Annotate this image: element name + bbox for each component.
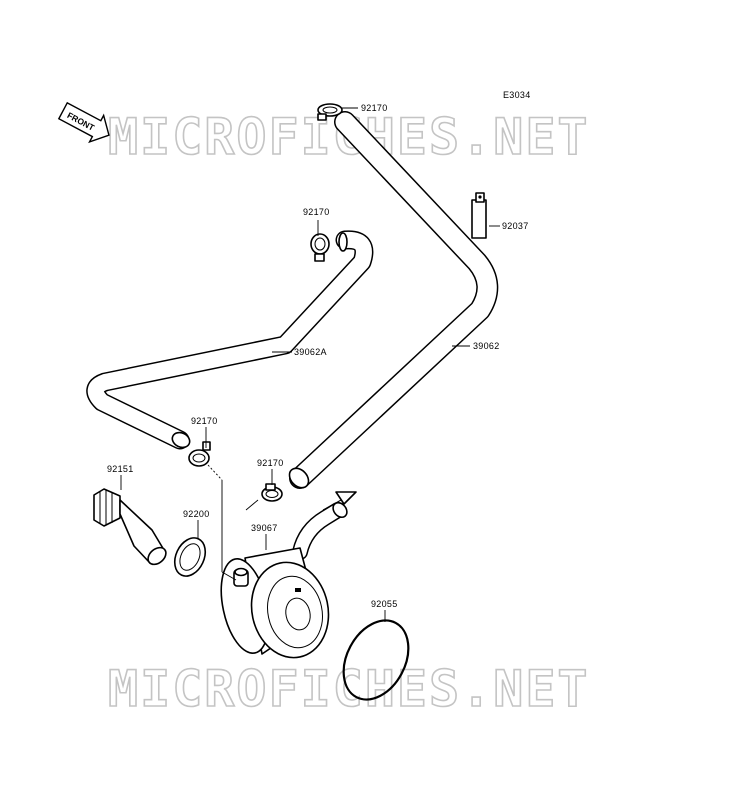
label-oring: 92055 [371, 599, 398, 609]
oil-cooler-39067 [220, 501, 348, 659]
label-band: 92037 [502, 221, 529, 231]
front-arrow-icon: FRONT [57, 101, 110, 144]
label-hose-a: 39062A [294, 347, 327, 357]
label-washer: 92200 [183, 509, 210, 519]
clamp-icon-top [317, 103, 343, 121]
flow-arrow-icon [322, 491, 357, 511]
label-clamp-lower-right: 92170 [257, 458, 284, 468]
hose-39062a [86, 230, 374, 450]
band-92037 [471, 192, 487, 239]
label-hose: 39062 [473, 341, 500, 351]
leader-lines [120, 107, 500, 622]
clamp-icon-lower-left [188, 441, 211, 467]
figure-code: E3034 [503, 90, 531, 100]
label-clamp-top: 92170 [361, 103, 388, 113]
label-clamp-lower-left: 92170 [191, 416, 218, 426]
fitting-92151 [93, 488, 167, 566]
clamp-icon-mid [310, 233, 330, 262]
clamp-icon-lower-right [261, 483, 283, 502]
label-cooler: 39067 [251, 523, 278, 533]
washer-92200 [173, 537, 207, 577]
oring-92055 [342, 619, 410, 701]
hose-39062 [288, 111, 499, 489]
label-clamp-mid: 92170 [303, 207, 330, 217]
label-fitting: 92151 [107, 464, 134, 474]
